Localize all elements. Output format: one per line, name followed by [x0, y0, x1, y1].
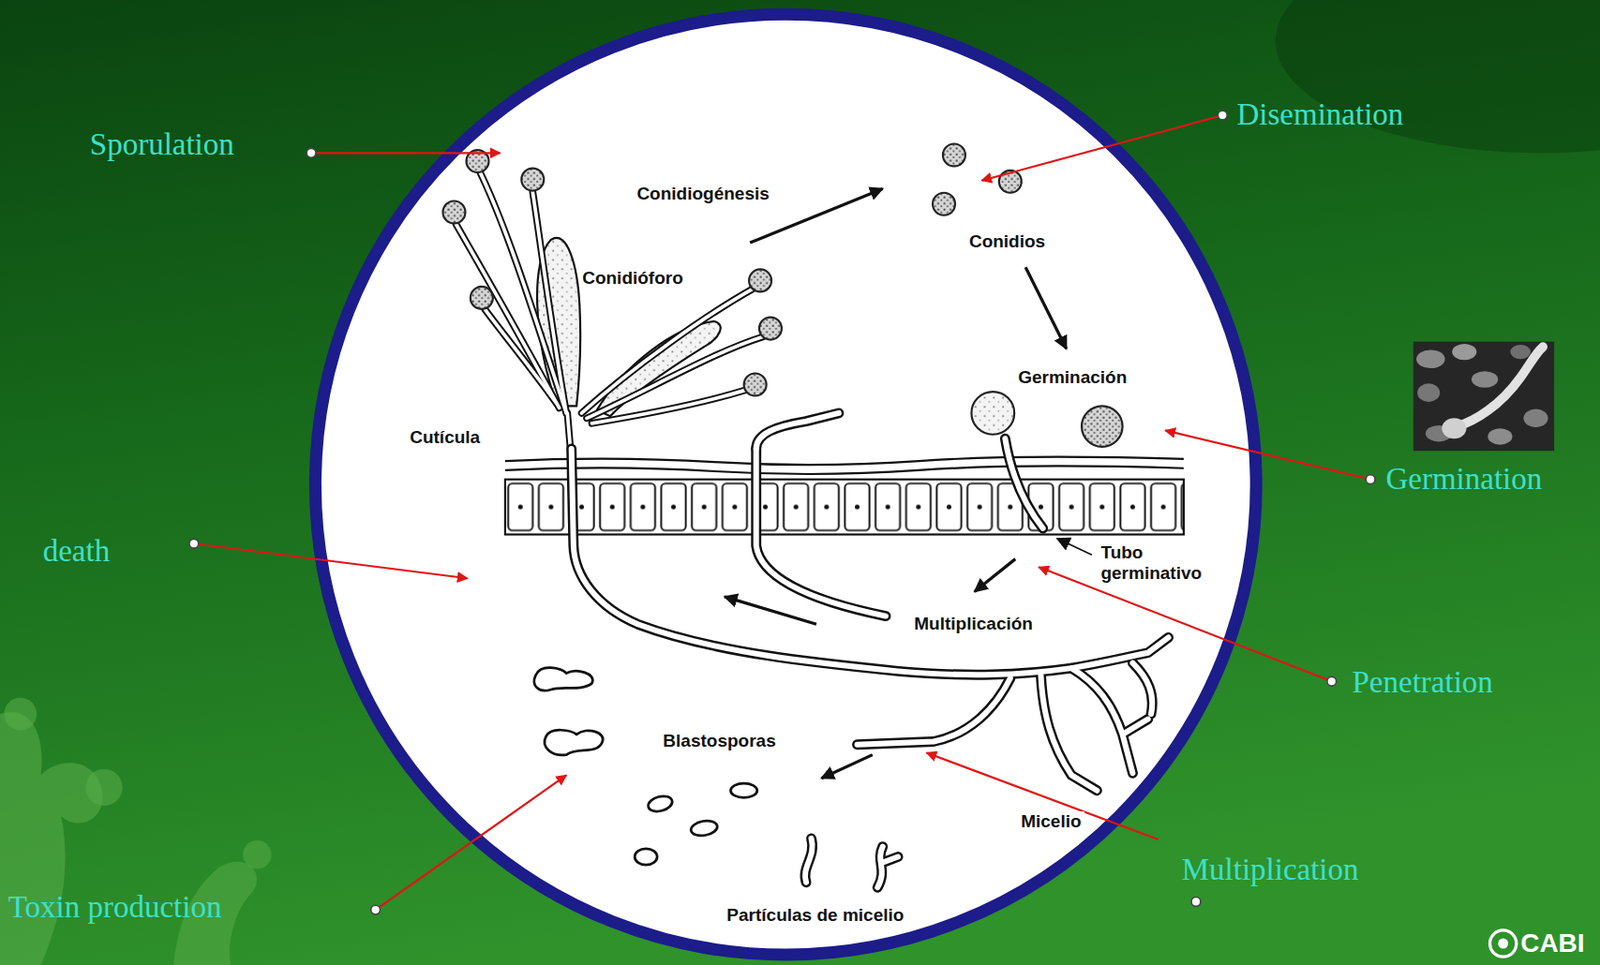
stage-label: death — [43, 534, 110, 570]
hypha-outline — [571, 413, 1169, 888]
photo-texture — [1417, 383, 1440, 403]
part-label: Multiplicación — [911, 613, 1036, 635]
leader-line — [981, 115, 1223, 181]
process-arrow — [974, 559, 1017, 593]
photo-texture — [1510, 344, 1531, 359]
logo-text: CABI — [1520, 928, 1585, 959]
process-arrow — [724, 597, 817, 625]
conidium — [470, 286, 494, 310]
photo-texture — [1416, 349, 1445, 369]
photo-ground — [1413, 342, 1555, 451]
conidium — [932, 193, 956, 216]
blastospore — [534, 668, 593, 691]
stage-label: Penetration — [1352, 665, 1494, 702]
pointer-arrow — [1057, 538, 1092, 555]
decorative-blob — [3, 698, 37, 732]
stage-label: Toxin production — [8, 890, 223, 927]
part-label: Blastosporas — [659, 732, 778, 753]
decorative-blob — [85, 769, 122, 807]
hypha-outline — [571, 413, 1169, 888]
conidium — [759, 317, 782, 341]
spores — [442, 144, 1122, 448]
decorative-blob — [242, 840, 271, 869]
blastospore — [634, 849, 658, 866]
frame-circle — [314, 14, 1257, 956]
stage-label: Disemination — [1237, 97, 1405, 134]
photo-texture — [1471, 371, 1498, 388]
process-arrow — [821, 755, 872, 779]
blastospore — [544, 730, 603, 756]
leader-dot — [1327, 676, 1337, 687]
stalk-fill — [456, 171, 764, 462]
part-label: Cutícula — [406, 427, 483, 449]
photo-texture — [1487, 428, 1512, 445]
blastospores — [534, 668, 758, 867]
blastospore — [646, 793, 674, 814]
leader-dot — [1217, 110, 1227, 120]
decorative-blob — [0, 712, 103, 965]
leader-lines — [194, 115, 1371, 911]
conidium — [748, 269, 772, 292]
part-label: Micelio — [1017, 812, 1084, 834]
leader-line — [1165, 430, 1371, 479]
conidium — [442, 200, 465, 224]
part-label: Tubo germinativo — [1097, 542, 1209, 584]
stalk-outline — [456, 171, 764, 462]
cuticle-line — [505, 465, 1184, 475]
stage-label: Multiplication — [1181, 852, 1360, 889]
part-label: Conidióforo — [579, 268, 687, 289]
cuticle-line — [505, 457, 1184, 466]
leader-dot — [1191, 897, 1201, 908]
leader-line — [375, 775, 568, 911]
process-arrow — [1025, 267, 1067, 349]
logo-icon — [1490, 930, 1517, 958]
part-label: Conidiogénesis — [633, 183, 772, 205]
sem-photo — [1413, 342, 1555, 451]
leader-dot — [371, 905, 381, 915]
leader-line — [1038, 567, 1331, 682]
part-label: Partículas de micelio — [723, 905, 907, 927]
leader-line — [194, 543, 468, 579]
germinating-spore — [971, 391, 1015, 435]
process-arrows — [724, 188, 1067, 778]
stage-label: Sporulation — [89, 127, 235, 164]
hypha-fill — [571, 413, 1169, 888]
conidium — [942, 144, 966, 167]
conidium — [744, 373, 767, 396]
logo-icon — [1497, 939, 1509, 950]
blastospore — [689, 819, 719, 838]
leader-dot — [1365, 475, 1376, 485]
blastospore — [731, 783, 758, 798]
part-label: Conidios — [966, 231, 1048, 253]
leader-dots — [189, 110, 1376, 915]
stalk-outline — [456, 171, 764, 462]
stage-label: Germination — [1385, 462, 1542, 498]
photo-texture — [1523, 409, 1548, 429]
leader-line — [311, 151, 500, 154]
conidium — [1081, 405, 1123, 448]
leader-dot — [306, 148, 316, 158]
photo-germ-tube — [1457, 346, 1543, 427]
leader-dot — [189, 538, 199, 549]
photo-spore — [1441, 418, 1466, 439]
part-label: Germinación — [1015, 367, 1130, 389]
conidium — [521, 168, 544, 192]
hypha-fill — [571, 413, 1169, 888]
stalk-fill — [456, 171, 764, 462]
leader-line — [927, 752, 1159, 840]
epidermal-cells — [505, 479, 1184, 536]
photo-texture — [1451, 343, 1477, 360]
